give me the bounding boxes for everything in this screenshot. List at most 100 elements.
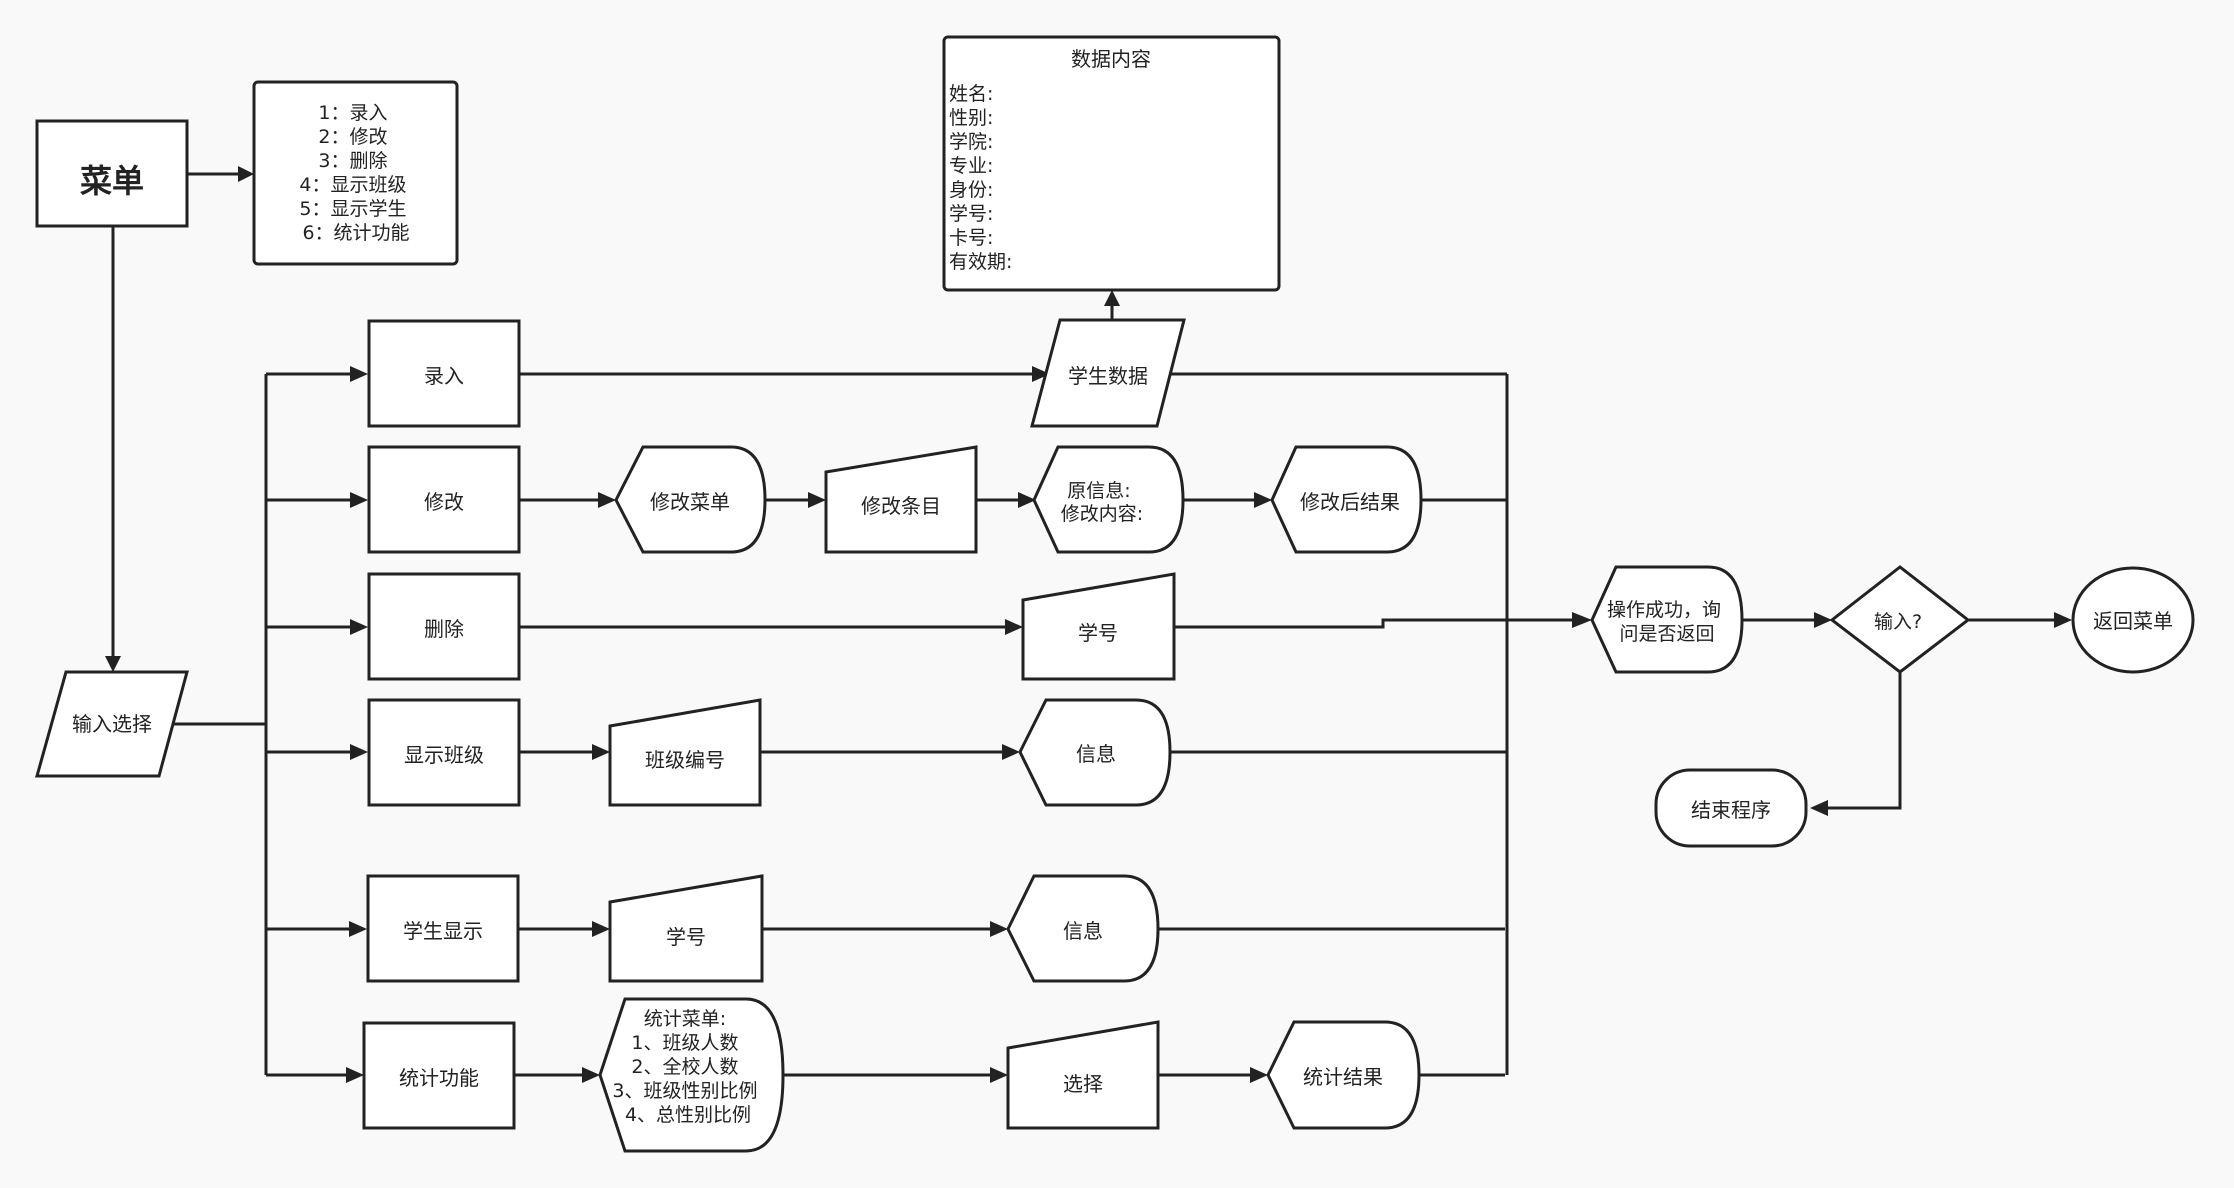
menu-options-node: 1：录入 2：修改 3：删除 4：显示班级 5：显示学生 6：统计功能	[252, 80, 459, 266]
edge-decision-to-end	[1828, 672, 1902, 810]
arrowhead	[1032, 366, 1050, 382]
stats-menu-line: 4、总性别比例	[625, 1104, 751, 1126]
arrowhead	[990, 921, 1008, 937]
branch-show-class-node: 显示班级	[367, 698, 521, 807]
arrowhead	[238, 166, 254, 182]
stats-choice-node: 选择	[1006, 1020, 1160, 1130]
original-info-line: 修改内容:	[1061, 503, 1143, 525]
menu-option: 4：显示班级	[299, 174, 406, 196]
branch-stats-node: 统计功能	[362, 1021, 516, 1130]
stats-menu-line: 1、班级人数	[631, 1032, 738, 1054]
arrowhead	[1104, 290, 1120, 306]
branch-modify-label: 修改	[424, 490, 464, 514]
data-field: 有效期:	[949, 251, 1012, 273]
stats-menu-text: 统计菜单: 1、班级人数 2、全校人数 3、班级性别比例 4、总性别比例	[612, 1008, 763, 1126]
student-info-node: 信息	[1006, 874, 1160, 983]
modify-item-label: 修改条目	[861, 494, 941, 518]
branch-show-class-label: 显示班级	[404, 743, 484, 767]
class-info-label: 信息	[1076, 742, 1116, 766]
menu-option: 5：显示学生	[299, 198, 406, 220]
stats-menu-line: 2、全校人数	[631, 1056, 738, 1078]
data-field: 学号:	[949, 203, 993, 225]
data-content-title: 数据内容	[1071, 47, 1151, 71]
success-line: 问是否返回	[1619, 623, 1714, 645]
class-number-node: 班级编号	[608, 698, 762, 807]
menu-option: 2：修改	[318, 126, 387, 148]
arrowhead	[2054, 612, 2072, 628]
stats-menu-node: 统计菜单: 1、班级人数 2、全校人数 3、班级性别比例 4、总性别比例	[598, 997, 785, 1153]
student-data-label: 学生数据	[1068, 364, 1148, 388]
class-number-label: 班级编号	[645, 748, 725, 772]
arrowhead	[1810, 800, 1828, 816]
arrowhead	[105, 656, 121, 672]
stats-result-label: 统计结果	[1303, 1065, 1383, 1089]
student-info-label: 信息	[1063, 919, 1103, 943]
branch-enter-node: 录入	[367, 319, 521, 428]
data-field: 专业:	[949, 155, 993, 177]
end-program-label: 结束程序	[1691, 798, 1771, 822]
delete-student-id-node: 学号	[1021, 572, 1176, 681]
menu-option: 1：录入	[318, 102, 387, 124]
menu-title: 菜单	[80, 162, 144, 200]
arrowhead	[592, 744, 610, 760]
data-content-node: 数据内容 姓名: 性别: 学院: 专业: 身份: 学号: 卡号: 有效期:	[942, 35, 1281, 292]
arrowhead	[346, 1067, 364, 1083]
data-field: 卡号:	[949, 227, 993, 249]
student-data-node: 学生数据	[1030, 318, 1186, 428]
menu-option: 3：删除	[318, 150, 387, 172]
arrowhead	[350, 366, 368, 382]
arrowhead	[808, 492, 826, 508]
arrowhead	[1018, 492, 1036, 508]
arrowhead	[598, 492, 616, 508]
menu-options-text: 1：录入 2：修改 3：删除 4：显示班级 5：显示学生 6：统计功能	[299, 102, 412, 244]
arrowhead	[592, 921, 610, 937]
success-text: 操作成功，询 问是否返回	[1607, 599, 1727, 645]
return-menu-node: 返回菜单	[2071, 566, 2195, 674]
arrowhead	[1002, 744, 1020, 760]
modified-result-node: 修改后结果	[1270, 445, 1423, 554]
input-choice-label: 输入选择	[72, 712, 152, 736]
end-program-node: 结束程序	[1654, 768, 1808, 848]
original-info-text: 原信息: 修改内容:	[1061, 480, 1143, 525]
arrowhead	[1814, 612, 1832, 628]
edges	[105, 166, 2072, 1083]
branch-modify-node: 修改	[367, 445, 521, 554]
branch-delete-label: 删除	[424, 617, 464, 641]
return-menu-label: 返回菜单	[2093, 609, 2173, 633]
class-info-node: 信息	[1018, 698, 1172, 807]
arrowhead	[1572, 612, 1592, 628]
modify-menu-node: 修改菜单	[614, 445, 767, 554]
stats-menu-line: 3、班级性别比例	[612, 1080, 757, 1102]
arrowhead	[350, 492, 368, 508]
menu-node: 菜单	[35, 119, 189, 228]
branch-show-student-label: 学生显示	[403, 919, 483, 943]
modified-result-label: 修改后结果	[1300, 490, 1400, 514]
success-node: 操作成功，询 问是否返回	[1590, 565, 1744, 674]
stats-result-node: 统计结果	[1266, 1020, 1421, 1130]
data-content-fields: 姓名: 性别: 学院: 专业: 身份: 学号: 卡号: 有效期:	[949, 83, 1012, 273]
original-info-node: 原信息: 修改内容:	[1032, 445, 1185, 554]
branch-enter-label: 录入	[424, 364, 464, 388]
data-field: 姓名:	[949, 83, 993, 105]
arrowhead	[582, 1067, 600, 1083]
student-id-label: 学号	[666, 925, 706, 949]
original-info-line: 原信息:	[1067, 480, 1130, 502]
menu-option: 6：统计功能	[302, 222, 409, 244]
arrowhead	[990, 1067, 1008, 1083]
stats-choice-label: 选择	[1063, 1072, 1103, 1096]
arrowhead	[349, 921, 367, 937]
data-field: 性别:	[949, 107, 993, 129]
decision-label: 输入?	[1874, 611, 1922, 633]
branch-stats-label: 统计功能	[399, 1066, 479, 1090]
arrowhead	[1005, 619, 1023, 635]
stats-menu-line: 统计菜单:	[644, 1008, 726, 1030]
success-line: 操作成功，询	[1607, 599, 1721, 621]
modify-item-node: 修改条目	[824, 445, 978, 554]
data-field: 学院:	[949, 131, 993, 153]
student-id-node: 学号	[608, 874, 764, 983]
arrowhead	[1254, 492, 1272, 508]
arrowhead	[1250, 1067, 1268, 1083]
branch-delete-node: 删除	[367, 572, 521, 681]
modify-menu-label: 修改菜单	[650, 490, 730, 514]
